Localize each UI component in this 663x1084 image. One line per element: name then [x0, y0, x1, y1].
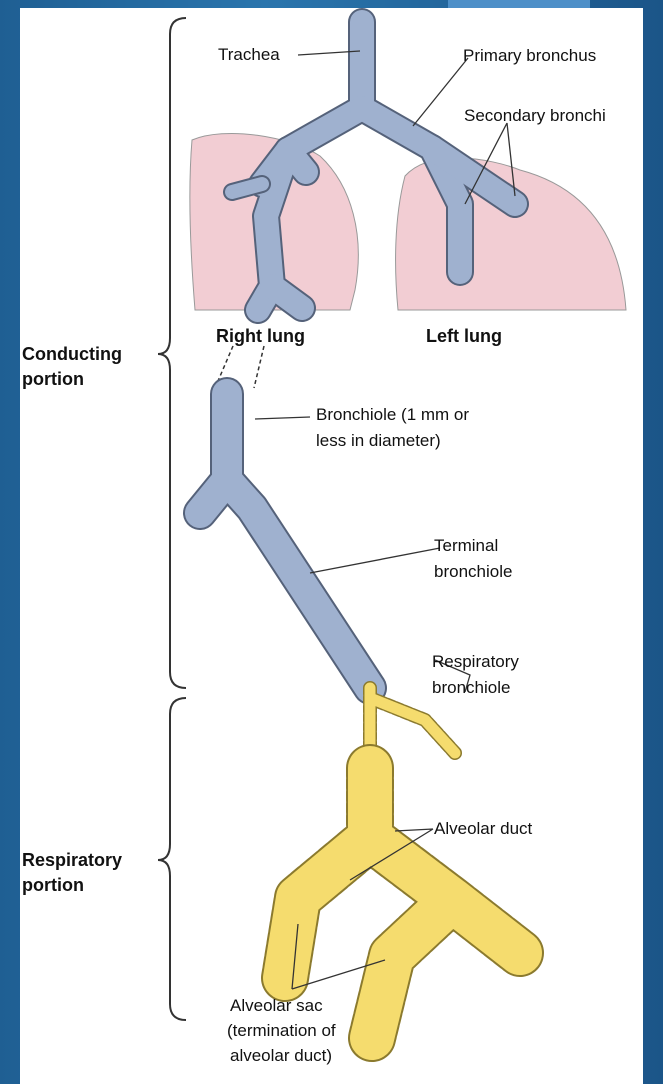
label-secondary-bronchi: Secondary bronchi: [464, 106, 606, 125]
label-alveolar-sac-3: alveolar duct): [230, 1046, 332, 1065]
label-respiratory-portion-2: portion: [22, 875, 84, 895]
label-terminal-1: Terminal: [434, 536, 498, 555]
label-primary-bronchus: Primary bronchus: [463, 46, 596, 65]
label-left-lung: Left lung: [426, 326, 502, 346]
conducting-brace: [158, 18, 186, 688]
label-terminal-2: bronchiole: [434, 562, 512, 581]
label-respiratory-portion-1: Respiratory: [22, 850, 122, 870]
left-lung-shape: [396, 158, 626, 310]
label-bronchiole-2: less in diameter): [316, 431, 441, 450]
label-right-lung: Right lung: [216, 326, 305, 346]
label-conducting-1: Conducting: [22, 344, 122, 364]
label-respiratory-bronchiole-1: Respiratory: [432, 652, 519, 671]
label-trachea: Trachea: [218, 45, 280, 64]
diagram-panel: Trachea Primary bronchus Secondary bronc…: [20, 8, 643, 1084]
label-alveolar-duct: Alveolar duct: [434, 819, 533, 838]
bronchial-tree: [232, 22, 515, 310]
label-bronchiole-1: Bronchiole (1 mm or: [316, 405, 469, 424]
label-alveolar-sac-1: Alveolar sac: [230, 996, 323, 1015]
label-respiratory-bronchiole-2: bronchiole: [432, 678, 510, 697]
respiratory-tree-diagram: Trachea Primary bronchus Secondary bronc…: [20, 8, 643, 1084]
label-conducting-2: portion: [22, 369, 84, 389]
label-alveolar-sac-2: (termination of: [227, 1021, 336, 1040]
respiratory-brace: [158, 698, 186, 1020]
